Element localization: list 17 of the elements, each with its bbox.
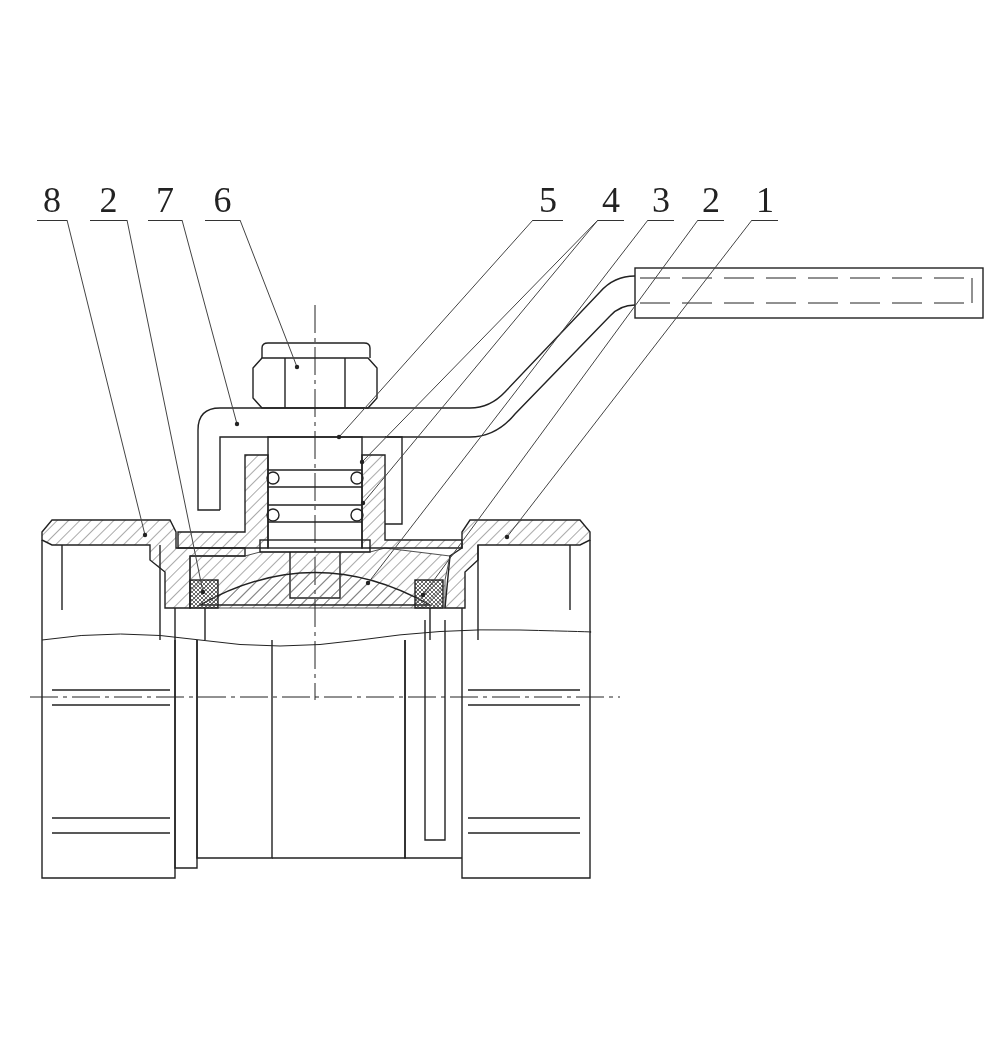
leader-line [420, 219, 699, 598]
leader-line [181, 219, 240, 427]
leader-line [239, 219, 300, 370]
leader-line [336, 219, 534, 440]
callout-number: 7 [148, 180, 182, 221]
leader-line [126, 219, 206, 595]
callout-number: 4 [598, 180, 624, 221]
callout-number: 2 [698, 180, 724, 221]
callout-number: 5 [533, 180, 563, 221]
callout-number: 3 [648, 180, 674, 221]
leader-line [504, 219, 753, 540]
leader-line [66, 219, 148, 538]
callout-number: 8 [37, 180, 67, 221]
callout-number: 1 [752, 180, 778, 221]
callout-number: 6 [205, 180, 240, 221]
callout-number: 2 [90, 180, 127, 221]
leader-line [365, 219, 649, 586]
